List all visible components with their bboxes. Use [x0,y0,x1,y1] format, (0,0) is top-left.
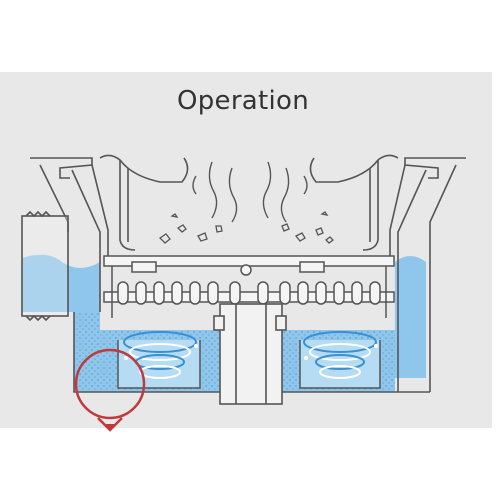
center-shaft [213,303,287,405]
housing [30,154,466,393]
inlet-pipe [21,210,69,322]
airflow [192,161,308,223]
debris [158,211,334,244]
drain-callout [74,348,146,432]
swirl-chamber-left [117,331,201,389]
diagram-title: Operation [176,86,310,116]
agitator-plate [103,255,395,318]
swirl-chamber-right [299,331,381,389]
